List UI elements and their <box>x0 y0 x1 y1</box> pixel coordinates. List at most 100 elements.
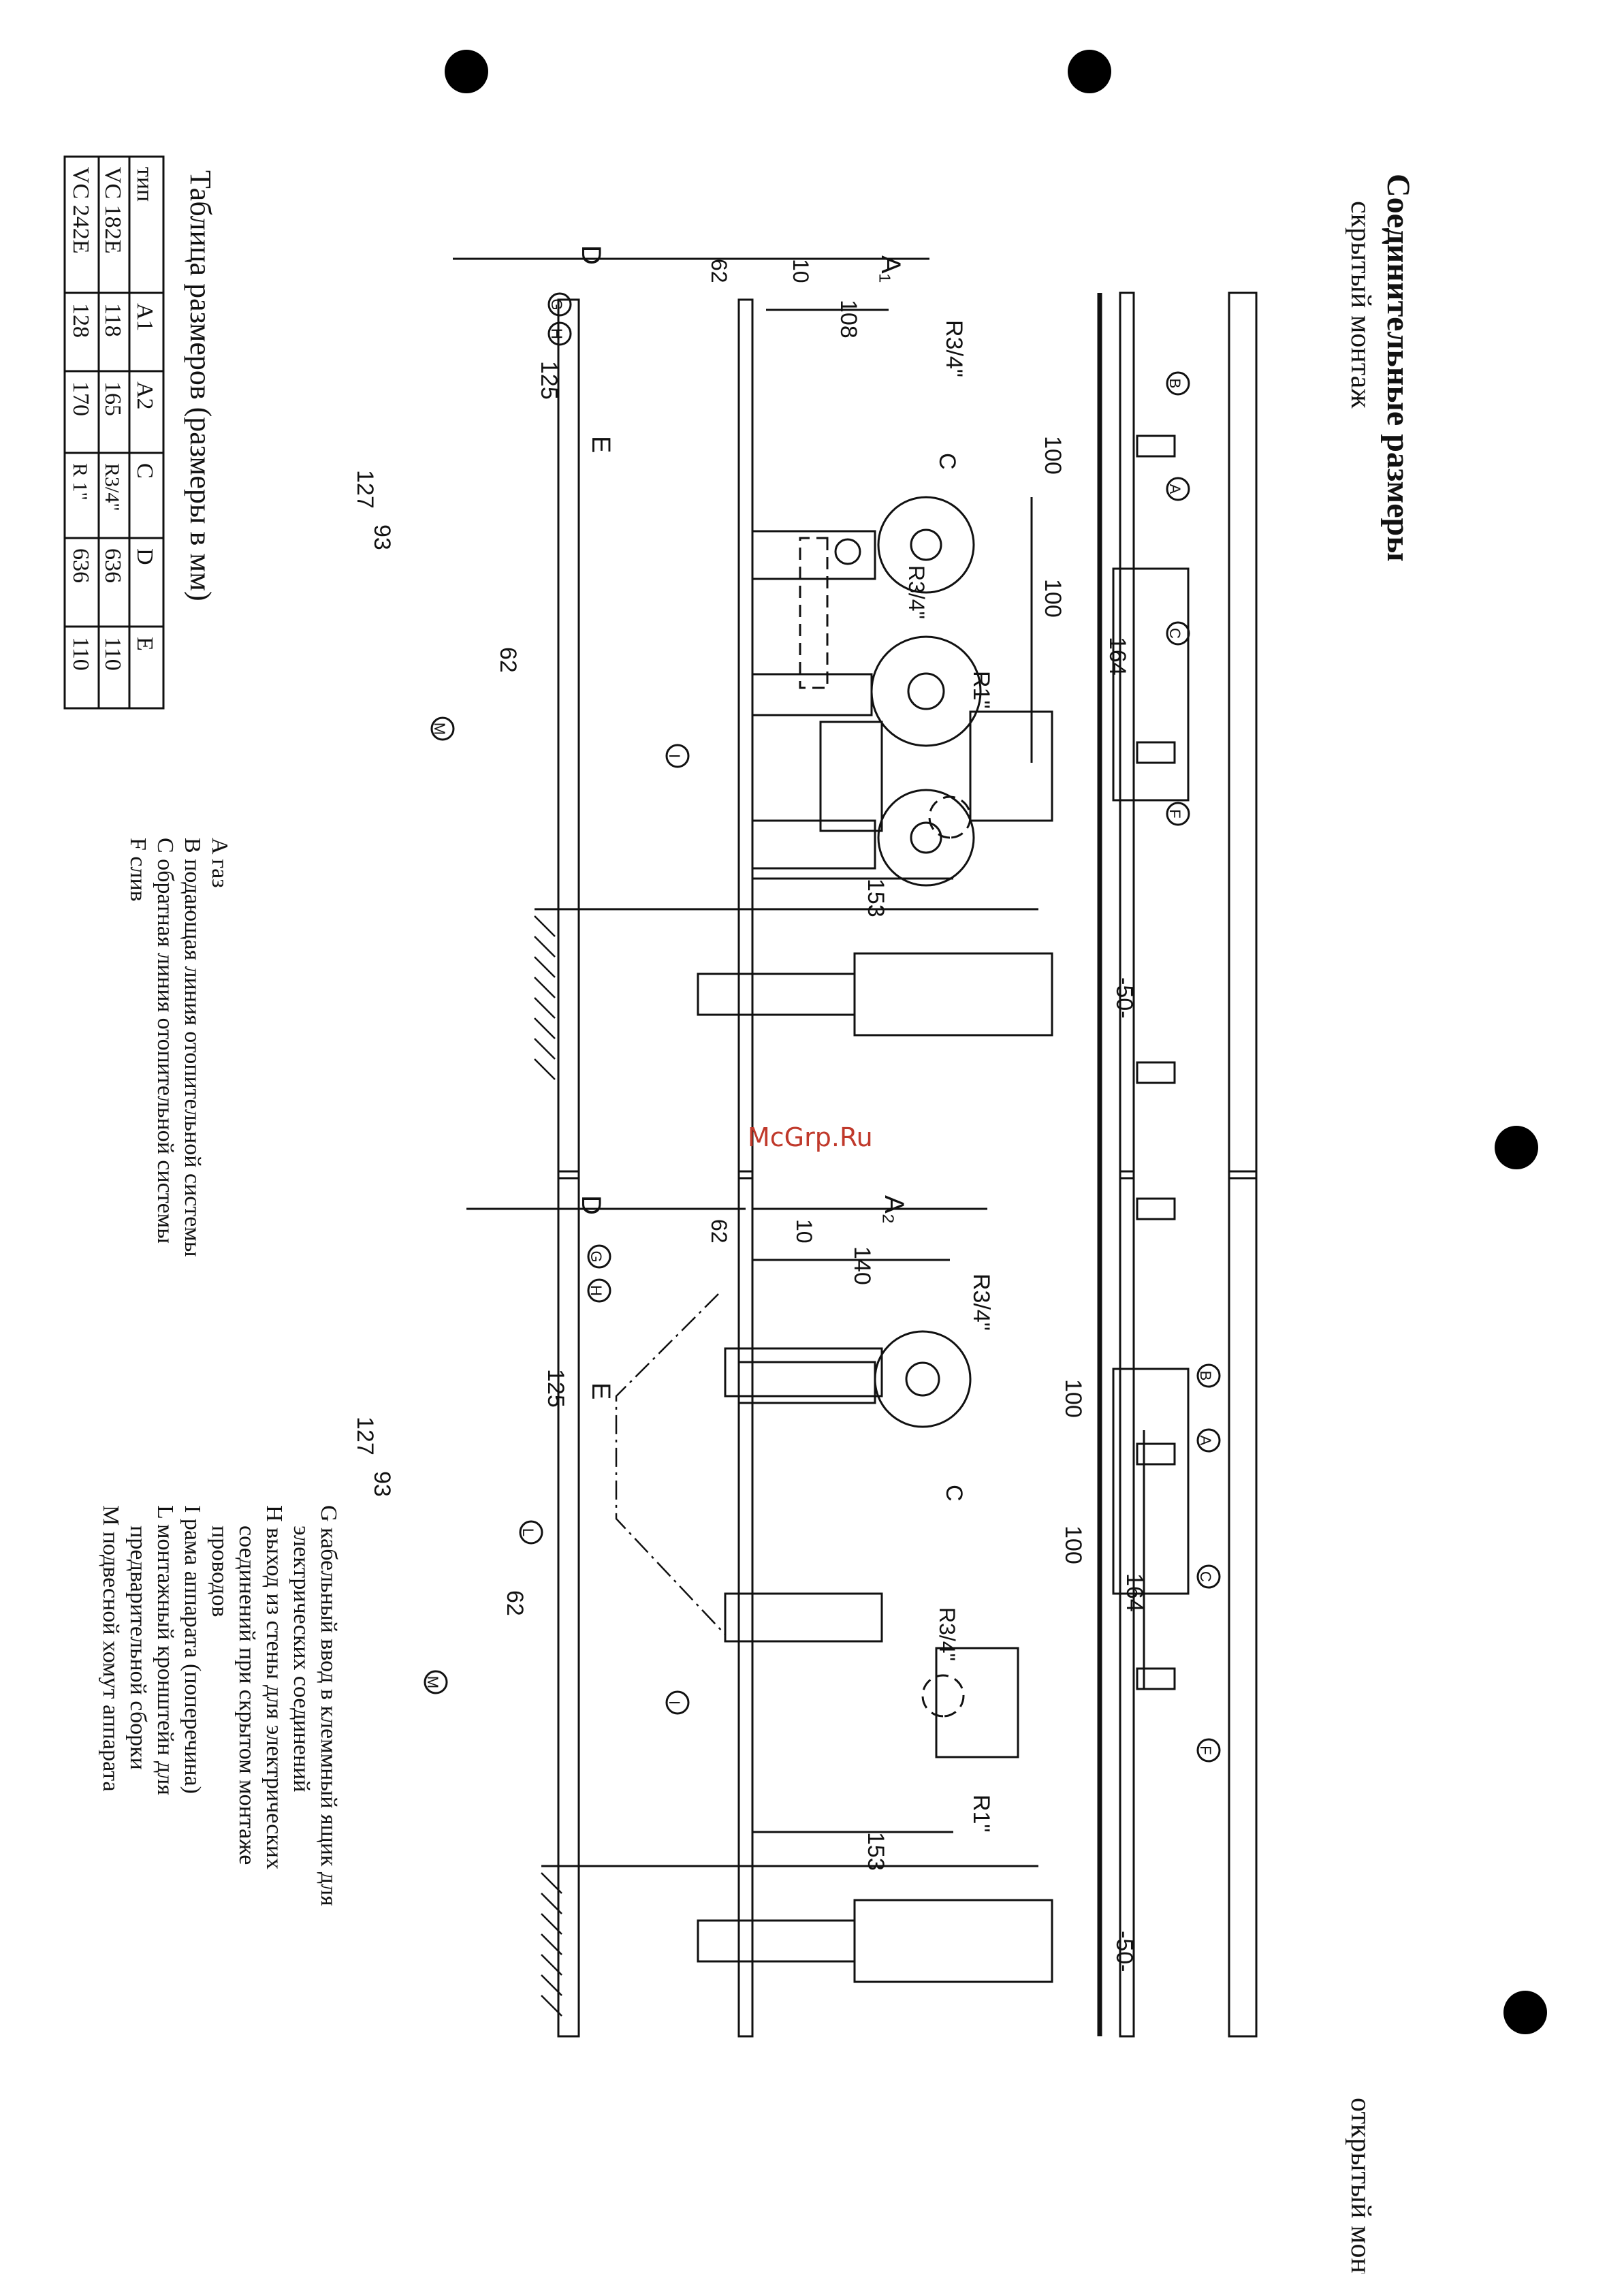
callout-l-bottom: L <box>519 1520 543 1545</box>
td-r1-type: VC 182E <box>100 167 125 254</box>
svg-text:M: M <box>424 1676 441 1688</box>
legend-left: A газ B подающая линия отопительной сист… <box>125 838 232 1257</box>
dim-r1-bottom: R1" <box>968 1795 994 1833</box>
dim-125-top: 125 <box>536 361 562 400</box>
callout-a-bottom: A <box>1196 1428 1221 1453</box>
callout-b-top: B <box>1166 371 1190 396</box>
th-type: тип <box>132 167 157 202</box>
hanging-bracket-open <box>1112 1368 1190 1595</box>
hanging-bracket <box>1112 567 1190 802</box>
legend-h-1: H выход из стены для электрических <box>261 1505 287 1869</box>
legend-g-1: G кабельный ввод в клеммный ящик для <box>316 1505 341 1906</box>
svg-text:A: A <box>1166 484 1183 494</box>
callout-c-top: C <box>1166 621 1190 646</box>
dim-r34-top-b: R3/4" <box>904 565 929 619</box>
dim-50-bottom: -50- <box>1111 1931 1137 1972</box>
dim-c-bottom: C <box>941 1485 967 1502</box>
dim-93-bottom: 93 <box>369 1471 395 1497</box>
dimension-table: Таблица размеров (размеры в мм) тип A1 A… <box>63 155 217 710</box>
dim-100-top-a: 100 <box>1040 436 1066 475</box>
svg-text:I: I <box>666 754 683 758</box>
th-a2: A2 <box>132 381 157 410</box>
dim-62-bottom: 62 <box>707 1219 731 1244</box>
callout-m-bottom: M <box>424 1670 448 1694</box>
legend-l-2: предварительной сборки <box>125 1526 150 1770</box>
valve-b <box>877 496 975 594</box>
callouts: B A C F G H I M B A C F G H L I M <box>424 292 1221 1763</box>
dim-100-bottom-a: 100 <box>1060 1379 1086 1418</box>
callout-m-top: M <box>430 716 455 741</box>
dim-d-bottom: D <box>576 1195 606 1215</box>
dim-62b-top: 62 <box>495 647 521 673</box>
th-e: E <box>132 637 157 651</box>
legend-gas: A газ <box>207 838 232 888</box>
td-r1-a2: 165 <box>100 381 125 416</box>
svg-text:A: A <box>1197 1436 1214 1446</box>
svg-text:I: I <box>666 1701 683 1705</box>
valve-c <box>877 789 975 887</box>
dim-d-top: D <box>576 245 606 265</box>
open-assembly: A₂ D 10 62 140 R3/4" C R3/4" 100 100 164… <box>352 1170 1258 2038</box>
table-caption: Таблица размеров (размеры в мм) <box>184 170 217 601</box>
watermark: McGrp.Ru <box>748 1122 873 1152</box>
valve-a <box>870 635 982 747</box>
legend-i: I рама аппарата (поперечина) <box>180 1505 205 1794</box>
open-mount-label: открытый монтаж <box>1345 2098 1376 2274</box>
legend-drain: F слив <box>125 838 150 902</box>
svg-text:F: F <box>1197 1746 1214 1754</box>
callout-f-top: F <box>1166 802 1190 826</box>
valve-c-open <box>724 1592 883 1643</box>
dim-125-bottom: 125 <box>543 1369 569 1408</box>
dim-r1-top: R1" <box>968 671 994 709</box>
dim-127-top: 127 <box>352 470 378 509</box>
drain-valve-f-open <box>935 1647 1019 1758</box>
dim-100-bottom-b: 100 <box>1060 1526 1086 1564</box>
dim-c-top: C <box>934 453 960 470</box>
svg-text:G: G <box>548 298 565 310</box>
legend-right: G кабельный ввод в клеммный ящик для эле… <box>98 1505 341 1906</box>
drain-valve-f <box>969 710 1053 822</box>
hidden-assembly: A₁ D 10 62 108 R3/4" C R3/4" 100 100 164… <box>352 245 1258 1180</box>
frame-rail-upper <box>1228 291 1258 1180</box>
callout-g-top: G <box>547 292 572 317</box>
svg-text:H: H <box>548 328 565 339</box>
legend-h-2: соединений при скрытом монтаже <box>234 1526 259 1865</box>
dim-140: 140 <box>849 1246 875 1285</box>
td-r2-type: VC 242E <box>68 167 93 254</box>
dim-164-bottom: 164 <box>1121 1573 1147 1612</box>
callout-h-bottom: H <box>587 1278 611 1303</box>
dim-153-top: 153 <box>863 879 889 917</box>
dim-r34-bottom-a: R3/4" <box>968 1274 994 1331</box>
callout-a-top: A <box>1166 477 1190 501</box>
hidden-mount-label: скрытый монтаж <box>1345 201 1376 409</box>
dim-r34-bottom-b: R3/4" <box>935 1607 959 1661</box>
td-r1-d: 636 <box>100 548 125 583</box>
dim-e-top: E <box>586 436 615 453</box>
callout-f-bottom: F <box>1196 1738 1221 1763</box>
dim-93-top: 93 <box>369 524 395 550</box>
dim-153-bottom: 153 <box>863 1832 889 1871</box>
dim-e-bottom: E <box>586 1383 615 1400</box>
dim-164-top: 164 <box>1104 637 1130 676</box>
legend-supply: B подающая линия отопительной системы <box>180 838 205 1257</box>
frame-base <box>557 298 580 1180</box>
th-c: C <box>132 463 157 479</box>
dim-62b-bottom: 62 <box>502 1590 528 1616</box>
side-section-bottom <box>853 1899 1053 1983</box>
td-r1-a1: 118 <box>100 303 125 337</box>
svg-text:G: G <box>588 1250 605 1262</box>
td-r2-d: 636 <box>68 548 93 583</box>
svg-text:H: H <box>588 1285 605 1296</box>
dim-108: 108 <box>835 300 861 338</box>
callout-h-top: H <box>547 321 572 346</box>
callout-g-bottom: G <box>587 1244 611 1269</box>
td-r1-e: 110 <box>100 637 125 671</box>
frame-rail-mid <box>1119 291 1135 1180</box>
callout-i-bottom: I <box>665 1690 690 1715</box>
svg-text:M: M <box>431 723 448 735</box>
dim-r34-top-a: R3/4" <box>941 320 967 377</box>
legend-h-3: проводов <box>207 1526 232 1617</box>
dim-50-top: -50- <box>1111 977 1137 1018</box>
